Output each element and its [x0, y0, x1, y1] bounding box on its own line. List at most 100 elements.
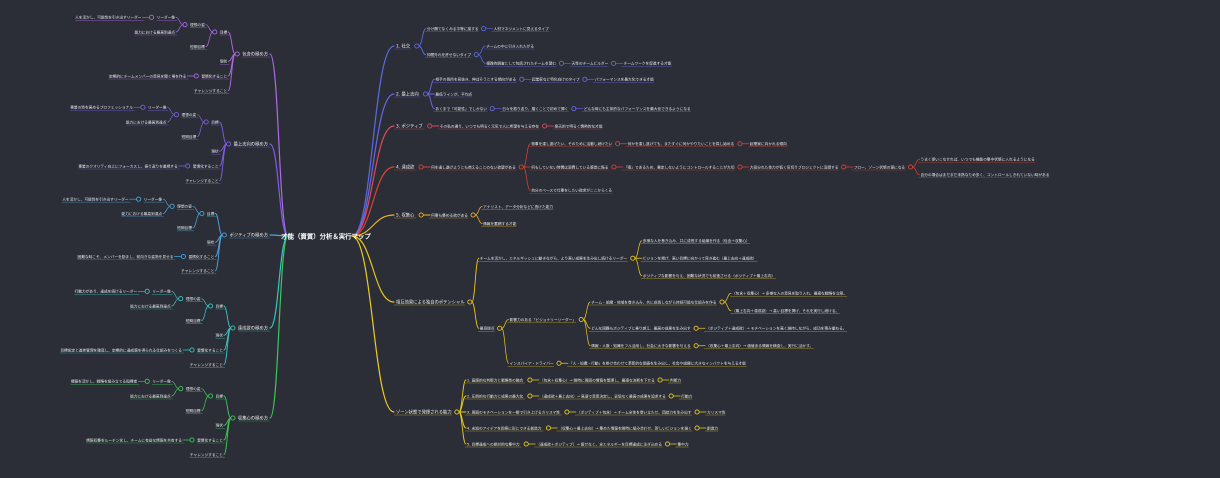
topic-node[interactable]: 創造力: [707, 425, 718, 430]
topic-node[interactable]: 目標: [216, 303, 224, 308]
expand-toggle-icon[interactable]: [527, 377, 533, 383]
topic-node[interactable]: 定期的にチームメンバーの意見を聞く場を作る: [109, 73, 187, 78]
expand-toggle-icon[interactable]: [737, 164, 743, 170]
topic-node[interactable]: 起業家など特化向けのタイプ: [532, 77, 580, 82]
topic-node[interactable]: 情報収集をルーチン化し、チームに有益な情報を共有する: [86, 437, 182, 442]
topic-node[interactable]: 事業のクオリティ向上にフォーカスし、振り返りを重視する: [78, 163, 178, 168]
topic-node[interactable]: （包含＋収集心）→ 多様な人の意見を取り入れ、最適な戦略を立案。: [732, 291, 847, 296]
expand-toggle-icon[interactable]: [542, 123, 548, 129]
topic-node[interactable]: 日々を振り返り、磨くことで初めて輝く: [502, 106, 568, 111]
topic-node[interactable]: 習慣化すること: [197, 437, 223, 442]
expand-toggle-icon[interactable]: [694, 409, 700, 415]
topic-node[interactable]: （収集心＋最上志向）→ 価値ある情報を精査し、実行に活かす。: [706, 343, 813, 348]
expand-toggle-icon[interactable]: [178, 386, 184, 392]
topic-node[interactable]: チャレンジすること: [181, 268, 214, 273]
topic-node[interactable]: ポジティブな影響を与え、困難な状況でも前進させる（ポジティブ＋最上志向）: [643, 273, 775, 278]
expand-toggle-icon[interactable]: [489, 106, 495, 112]
expand-toggle-icon[interactable]: [527, 393, 533, 399]
topic-node[interactable]: 理想の姿: [190, 22, 205, 27]
topic-node[interactable]: その私の通り、いつでも明るく元気で人に希望を与える存在: [440, 123, 540, 128]
topic-node[interactable]: 「人・知識・行動」を掛け合わせて革新的な価値を生み出し、社会や組織に大きなインパ…: [569, 361, 746, 366]
topic-node[interactable]: チャレンジすること: [190, 362, 223, 367]
expand-toggle-icon[interactable]: [556, 360, 562, 366]
expand-toggle-icon[interactable]: [519, 76, 525, 82]
topic-node[interactable]: 2. 圧倒的な行動力と成果の最大化: [467, 393, 524, 398]
topic-node[interactable]: フロー、ゾーン状態の源になる: [854, 164, 906, 169]
topic-node[interactable]: 4. 達成欲: [396, 163, 415, 170]
topic-node[interactable]: 現状: [211, 149, 219, 154]
topic-node[interactable]: 理想の姿: [186, 386, 201, 391]
topic-node[interactable]: リーダー像: [144, 197, 163, 202]
expand-toggle-icon[interactable]: [140, 104, 146, 110]
topic-node[interactable]: チャレンジすること: [190, 452, 223, 457]
topic-node[interactable]: 現状: [216, 333, 224, 338]
topic-node[interactable]: 達成欲の極め方: [238, 324, 269, 331]
topic-node[interactable]: 収集心の極め方: [238, 414, 269, 421]
expand-toggle-icon[interactable]: [144, 288, 150, 294]
topic-node[interactable]: 目標: [220, 29, 228, 34]
topic-node[interactable]: 1. 社交: [396, 42, 411, 49]
expand-toggle-icon[interactable]: [611, 164, 617, 170]
topic-node[interactable]: リーダー像: [157, 15, 176, 20]
expand-toggle-icon[interactable]: [668, 393, 674, 399]
expand-toggle-icon[interactable]: [226, 141, 232, 147]
topic-node[interactable]: 「暇」であるため、暴走しないようにコントロールすることが大切: [624, 164, 735, 169]
expand-toggle-icon[interactable]: [418, 164, 424, 170]
topic-node[interactable]: あくまで「可能性」でしかない: [435, 106, 487, 111]
topic-node[interactable]: ポジティブの極め方: [230, 231, 269, 238]
topic-node[interactable]: 複雑的調査として包括されたチームを望む: [486, 61, 556, 66]
expand-toggle-icon[interactable]: [657, 377, 663, 383]
topic-node[interactable]: 習慣化すること: [197, 347, 223, 352]
topic-node[interactable]: インスパイア・ドライバー: [510, 361, 554, 366]
expand-toggle-icon[interactable]: [136, 196, 142, 202]
topic-node[interactable]: リーダー像: [152, 289, 171, 294]
topic-node[interactable]: 行動力があり、達成を続けるリーダー: [75, 289, 138, 294]
topic-node[interactable]: 短期目標: [186, 318, 201, 323]
topic-node[interactable]: 能力における最高到達点: [134, 29, 175, 34]
expand-toggle-icon[interactable]: [467, 299, 473, 305]
topic-node[interactable]: 行動力: [681, 393, 692, 398]
expand-toggle-icon[interactable]: [610, 60, 617, 66]
topic-node[interactable]: 能力における最高到達点: [126, 119, 167, 124]
topic-node[interactable]: ゾーン状態で発揮される能力: [396, 408, 452, 415]
topic-node[interactable]: 目標設定と進捗管理を徹底し、定期的に達成感を得られる仕組みをつくる: [60, 347, 182, 352]
topic-node[interactable]: チーム・組織・地域を巻き込み、共に成長しながら持続可能な仕組みを作る: [591, 299, 717, 304]
topic-node[interactable]: （最上志向＋達成欲）→ 高い目標を掲げ、それを実行し続ける。: [732, 308, 839, 313]
topic-node[interactable]: （ポジティブ＋包含）→ チーム全体を巻い立たせ、団結力を生み出す: [577, 409, 692, 414]
expand-toggle-icon[interactable]: [481, 26, 487, 32]
topic-node[interactable]: 最良提点: [480, 326, 495, 331]
topic-node[interactable]: 4. 未知のアイデアを即座に形にできる創造力: [467, 425, 542, 430]
topic-node[interactable]: 理想の姿: [177, 204, 192, 209]
expand-toggle-icon[interactable]: [180, 253, 186, 260]
topic-node[interactable]: 短期目標: [177, 225, 192, 230]
topic-node[interactable]: 人材マネジメントに見えるタイプ: [494, 26, 550, 31]
expand-toggle-icon[interactable]: [564, 409, 570, 415]
topic-node[interactable]: パフォーマンスを最大化できる才能: [595, 77, 654, 82]
topic-node[interactable]: 5. 目標達成への絶対的な集中力: [467, 441, 520, 446]
topic-node[interactable]: 理想の姿: [181, 112, 196, 117]
expand-toggle-icon[interactable]: [737, 141, 743, 147]
topic-node[interactable]: チームワークを促進する才能: [624, 61, 672, 66]
expand-toggle-icon[interactable]: [189, 437, 195, 443]
expand-toggle-icon[interactable]: [169, 203, 175, 209]
topic-node[interactable]: （達成欲＋ポジティブ）→ 疲せなく、全エネルギーを目標達成に注ぎ込める: [536, 441, 662, 446]
topic-node[interactable]: 情報を活かし、戦略を組み立てる指揮者: [71, 379, 138, 384]
expand-toggle-icon[interactable]: [234, 51, 240, 57]
topic-node[interactable]: 習慣化すること: [201, 73, 227, 78]
expand-toggle-icon[interactable]: [203, 119, 209, 125]
expand-toggle-icon[interactable]: [427, 123, 433, 129]
topic-node[interactable]: 習慣化すること: [188, 254, 214, 259]
expand-toggle-icon[interactable]: [582, 76, 588, 82]
expand-toggle-icon[interactable]: [693, 325, 699, 331]
topic-node[interactable]: 能力における最高到達点: [122, 211, 163, 216]
topic-node[interactable]: 3. 周囲のモチベーションを一瞬で引き上げるカリスマ性: [467, 409, 560, 414]
topic-node[interactable]: 楽天的で明るく情熱的な才能: [555, 123, 603, 128]
topic-node[interactable]: 何もしていない時間は浪費している感覚に陥る: [531, 164, 609, 169]
topic-node[interactable]: 現状: [207, 240, 215, 245]
topic-node[interactable]: ビジョンを掲げ、高い目標に向かって突き進む（最上志向＋達成欲）: [643, 256, 757, 261]
topic-node[interactable]: 5. 収集心: [396, 211, 415, 218]
topic-node[interactable]: 人を活かし、可能性を引き出すリーダー: [75, 15, 142, 20]
topic-node[interactable]: どんな困難もポジティブに乗り越え、最高の成果を生み出す: [591, 326, 691, 331]
topic-node[interactable]: 目標: [207, 211, 215, 216]
topic-node[interactable]: 困難な時こそ、メンバーを励まし、前向きな姿勢を見せる: [78, 254, 174, 259]
